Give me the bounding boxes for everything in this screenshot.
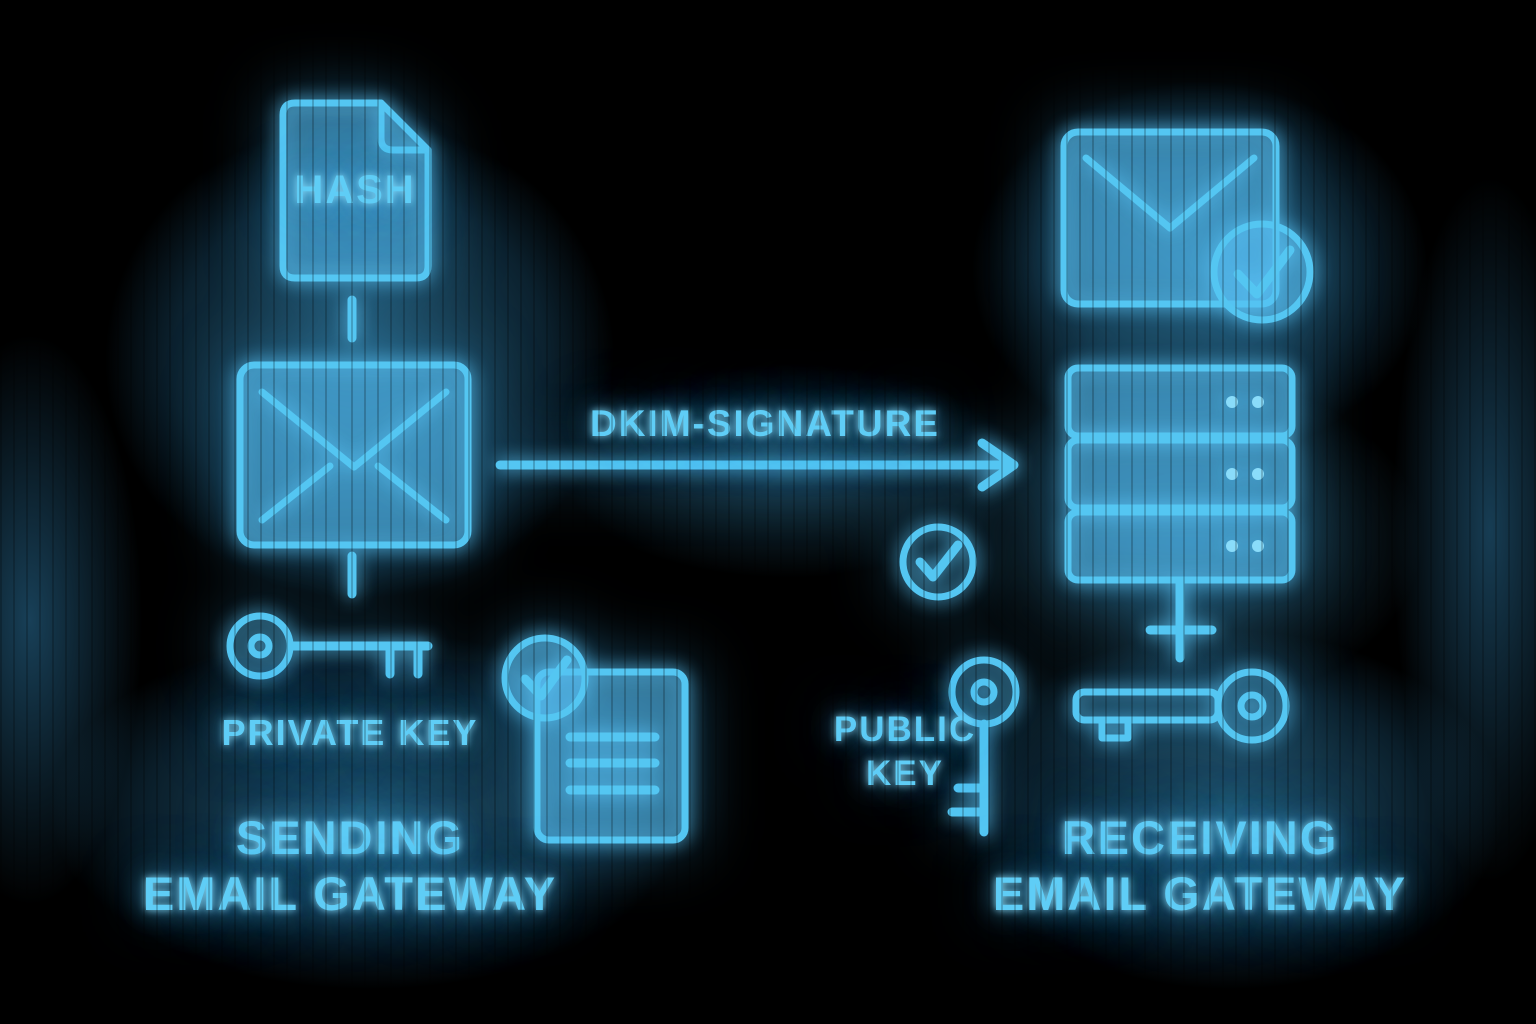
public-key-label-line1: PUBLIC: [833, 710, 977, 749]
received-envelope-icon: [1060, 128, 1314, 324]
gateway-key-icon: [1072, 668, 1290, 744]
dkim-arrow: [495, 438, 1019, 492]
sending-gateway-line2: EMAIL GATEWAY: [142, 867, 558, 920]
hash-label: HASH: [294, 168, 416, 212]
sending-gateway-line1: SENDING: [235, 811, 465, 864]
private-key-label: PRIVATE KEY: [221, 712, 479, 753]
sending-gateway-label: SENDING EMAIL GATEWAY: [120, 810, 580, 922]
public-key-label: PUBLIC KEY: [828, 708, 982, 796]
receiving-gateway-label: RECEIVING EMAIL GATEWAY: [950, 810, 1450, 922]
public-key-label-line2: KEY: [866, 754, 944, 793]
mail-server-icon: [1064, 364, 1296, 663]
public-key-icon: [947, 656, 1020, 837]
receiving-gateway-line1: RECEIVING: [1061, 811, 1339, 864]
verification-check-icon: [899, 523, 977, 601]
check-badge-icon: [1210, 220, 1314, 324]
receiving-gateway-line2: EMAIL GATEWAY: [992, 867, 1408, 920]
private-key-icon: [226, 612, 433, 680]
dkim-signature-label: DKIM-SIGNATURE: [589, 403, 940, 444]
check-icon: [1233, 245, 1295, 299]
check-icon: [915, 540, 963, 582]
envelope-icon: [236, 361, 472, 549]
